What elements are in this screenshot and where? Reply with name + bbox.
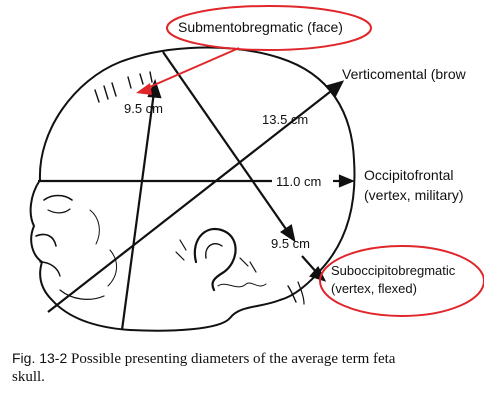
suboccipitobregmatic-sublabel: (vertex, flexed) [331, 281, 417, 296]
verticomental-line [47, 87, 336, 313]
fetal-head-drawing [29, 46, 356, 332]
suboccipitobregmatic-length: 9.5 cm [271, 236, 311, 251]
submentobregmatic-highlight [166, 5, 372, 51]
figure-caption: Fig. 13-2 Possible presenting diameters … [12, 349, 492, 386]
caption-text: Possible presenting diameters of the ave… [71, 351, 396, 367]
page-edge-mask [484, 0, 500, 406]
suboccipitobregmatic-line [162, 51, 289, 233]
submentobregmatic-line [120, 91, 156, 331]
suboccipitobregmatic-arrowhead [280, 224, 296, 243]
occipitofrontal-label: Occipitofrontal [364, 167, 454, 183]
verticomental-length: 13.5 cm [262, 112, 309, 127]
verticomental-arrowhead [326, 80, 345, 99]
suboccipitobregmatic-label: Suboccipitobregmatic [331, 263, 456, 278]
occipitofrontal-arrowhead [338, 174, 355, 188]
occipitofrontal-length: 11.0 cm [276, 174, 322, 189]
occipitofrontal-sublabel: (vertex, military) [364, 187, 464, 203]
red-pointer-line [144, 47, 240, 90]
diameter-lines [38, 51, 355, 331]
verticomental-label: Verticomental (brow [342, 66, 466, 82]
figure-number: Fig. 13-2 [12, 350, 68, 366]
submentobregmatic-arrowhead [147, 78, 162, 99]
red-pointer-arrowhead [136, 83, 152, 95]
submentobregmatic-label: Submentobregmatic (face) [178, 19, 343, 35]
red-annotations [136, 5, 485, 317]
submentobregmatic-length: 9.5 cm [124, 101, 164, 116]
caption-text-line2: skull. [12, 369, 45, 385]
